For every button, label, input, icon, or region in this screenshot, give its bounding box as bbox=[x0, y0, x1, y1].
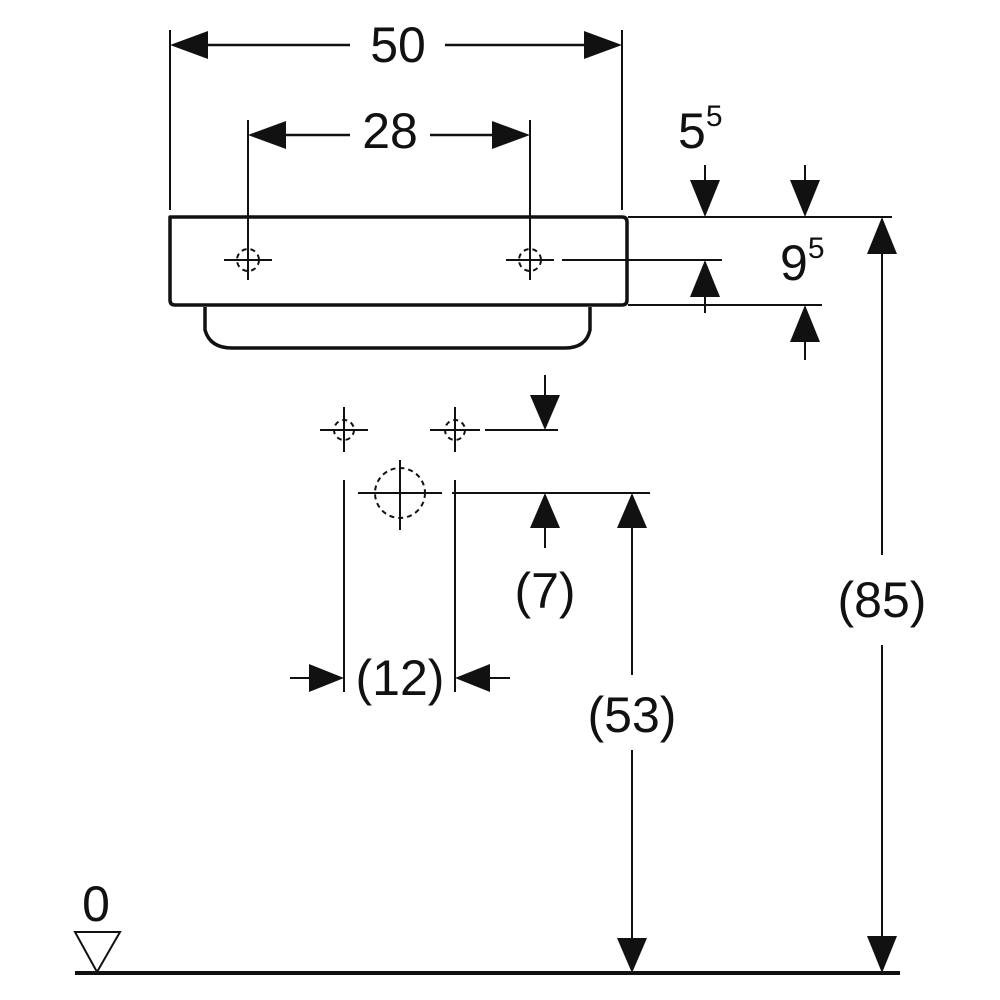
dim-overall-width bbox=[169, 30, 623, 210]
waste-offset-label: (7) bbox=[514, 563, 575, 619]
waste-outlet bbox=[358, 460, 442, 530]
dim-top-offset bbox=[628, 165, 892, 218]
water-connection-right bbox=[430, 407, 480, 452]
floor-level-label: 0 bbox=[82, 876, 110, 932]
waste-height-label: (53) bbox=[588, 687, 677, 743]
floor-level-triangle-icon bbox=[73, 931, 122, 975]
washbasin-outline bbox=[168, 215, 629, 350]
overall-width-label: 50 bbox=[370, 17, 426, 73]
mount-hole-left bbox=[224, 215, 272, 280]
top-offset-label: 55 bbox=[678, 100, 723, 159]
dim-connection-spacing bbox=[290, 480, 510, 692]
mount-spacing-label: 28 bbox=[362, 103, 418, 159]
connection-spacing-label: (12) bbox=[356, 650, 445, 706]
dim-waste-offset bbox=[530, 375, 560, 548]
dim-rim-height bbox=[867, 217, 897, 973]
dim-hole-to-bottom bbox=[562, 259, 822, 360]
mount-hole-right bbox=[506, 215, 554, 280]
dim-mount-hole-spacing bbox=[247, 120, 531, 215]
hole-to-bottom-label: 95 bbox=[780, 232, 825, 291]
water-connection-left bbox=[320, 407, 368, 452]
rim-height-label: (85) bbox=[838, 572, 927, 628]
dim-waste-height bbox=[617, 493, 647, 973]
